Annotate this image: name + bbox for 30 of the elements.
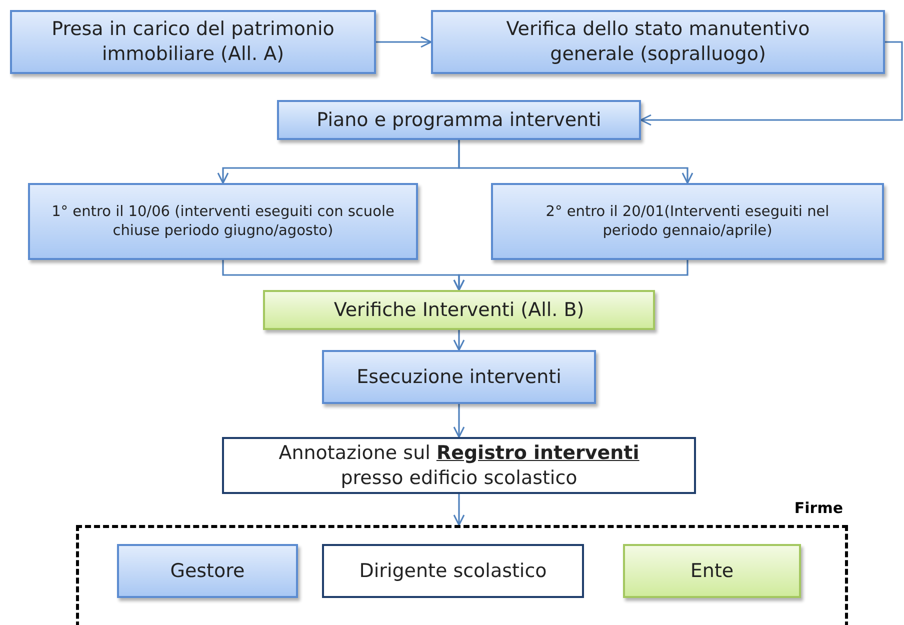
process-box: [322, 544, 584, 598]
group-heading: Firme: [794, 499, 843, 517]
process-box: [623, 544, 801, 598]
arrow: [453, 404, 465, 438]
box-text: Piano e programma interventi: [316, 108, 602, 132]
process-box: [10, 10, 376, 74]
process-box: [222, 437, 696, 494]
arrow: [376, 36, 432, 48]
process-box: [322, 350, 596, 404]
box-text: Esecuzione interventi: [356, 364, 562, 390]
arrow: [453, 494, 465, 526]
arrow: [458, 140, 694, 184]
box-text: Verifiche Interventi (All. B): [332, 298, 586, 322]
arrow: [640, 41, 903, 126]
box-text: 1° entro il 10/06 (interventi eseguiti con scuole chiuse periodo giugno/agosto): [50, 202, 396, 240]
box-text: Verifica dello stato manutentivo generale (sopralluogo): [505, 17, 811, 67]
arrow: [453, 260, 688, 291]
box-text: Annotazione sul Registro interventi presso edificio scolastico: [278, 440, 640, 490]
box-text: Ente: [689, 558, 735, 584]
process-box: [431, 10, 885, 74]
box-text: Dirigente scolastico: [358, 558, 548, 584]
box-text: 2° entro il 20/01(Interventi eseguiti nel periodo gennaio/aprile): [544, 202, 830, 240]
process-box: [263, 290, 655, 330]
process-box: [117, 544, 298, 598]
box-text: Gestore: [169, 558, 246, 584]
box-text: Presa in carico del patrimonio immobiliare (All. A): [50, 17, 336, 67]
process-box: [28, 183, 418, 260]
process-box: [491, 183, 884, 260]
process-box: [277, 100, 641, 140]
arrow: [453, 330, 465, 351]
